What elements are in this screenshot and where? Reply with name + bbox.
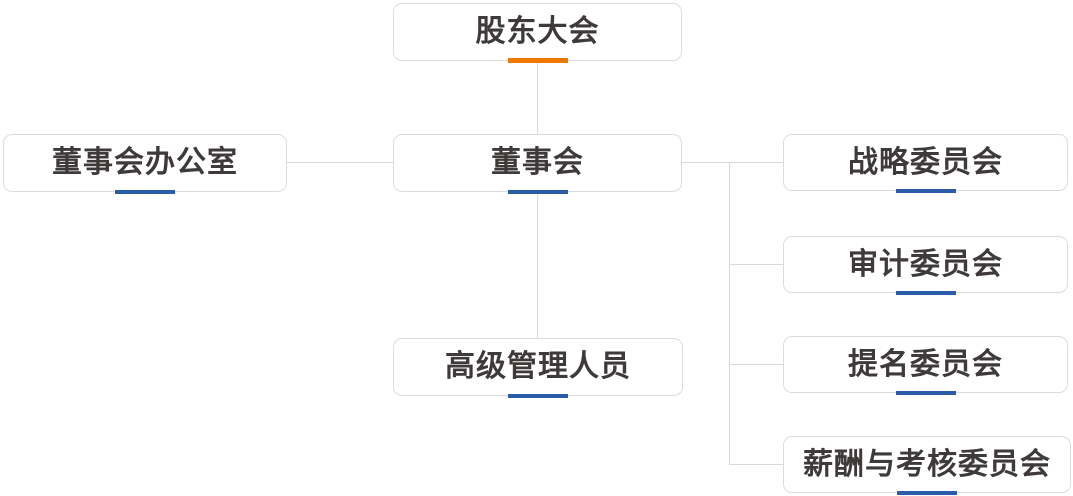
connector-board-to-strategy-committee [682,162,783,163]
accent-underline-blue [115,190,175,194]
node-shareholders-meeting: 股东大会 [393,3,682,63]
node-strategy-committee-label: 战略委员会 [848,145,1003,179]
connector-branch-nomination-committee [729,364,783,365]
accent-underline-blue [895,291,956,295]
connector-branch-remuneration-committee [729,464,783,465]
node-nomination-committee: 提名委员会 [783,336,1068,395]
connector-board-office-to-board [287,162,393,163]
accent-underline-blue [897,491,957,495]
node-audit-committee: 审计委员会 [783,236,1068,295]
accent-underline-orange [507,58,568,63]
connector-branch-audit-committee [729,264,783,265]
node-board-of-directors-label: 董事会 [491,146,584,179]
node-audit-committee-label: 审计委员会 [848,247,1003,281]
node-board-office: 董事会办公室 [3,134,287,194]
node-board-office-label: 董事会办公室 [52,146,238,179]
node-strategy-committee: 战略委员会 [783,134,1068,193]
node-senior-management-label: 高级管理人员 [445,350,631,383]
node-remuneration-appraisal-committee-label: 薪酬与考核委员会 [803,447,1051,481]
accent-underline-blue [895,189,956,193]
accent-underline-blue [508,394,568,398]
node-remuneration-appraisal-committee: 薪酬与考核委员会 [783,436,1071,495]
accent-underline-blue [895,391,956,395]
connector-committee-trunk [729,162,730,465]
node-board-of-directors: 董事会 [393,134,682,194]
accent-underline-blue [507,190,568,194]
node-nomination-committee-label: 提名委员会 [848,347,1003,381]
connector-board-to-senior-management [537,192,538,338]
connector-shareholders-to-board [537,61,538,134]
node-shareholders-meeting-label: 股东大会 [475,15,600,48]
node-senior-management: 高级管理人员 [393,338,683,398]
